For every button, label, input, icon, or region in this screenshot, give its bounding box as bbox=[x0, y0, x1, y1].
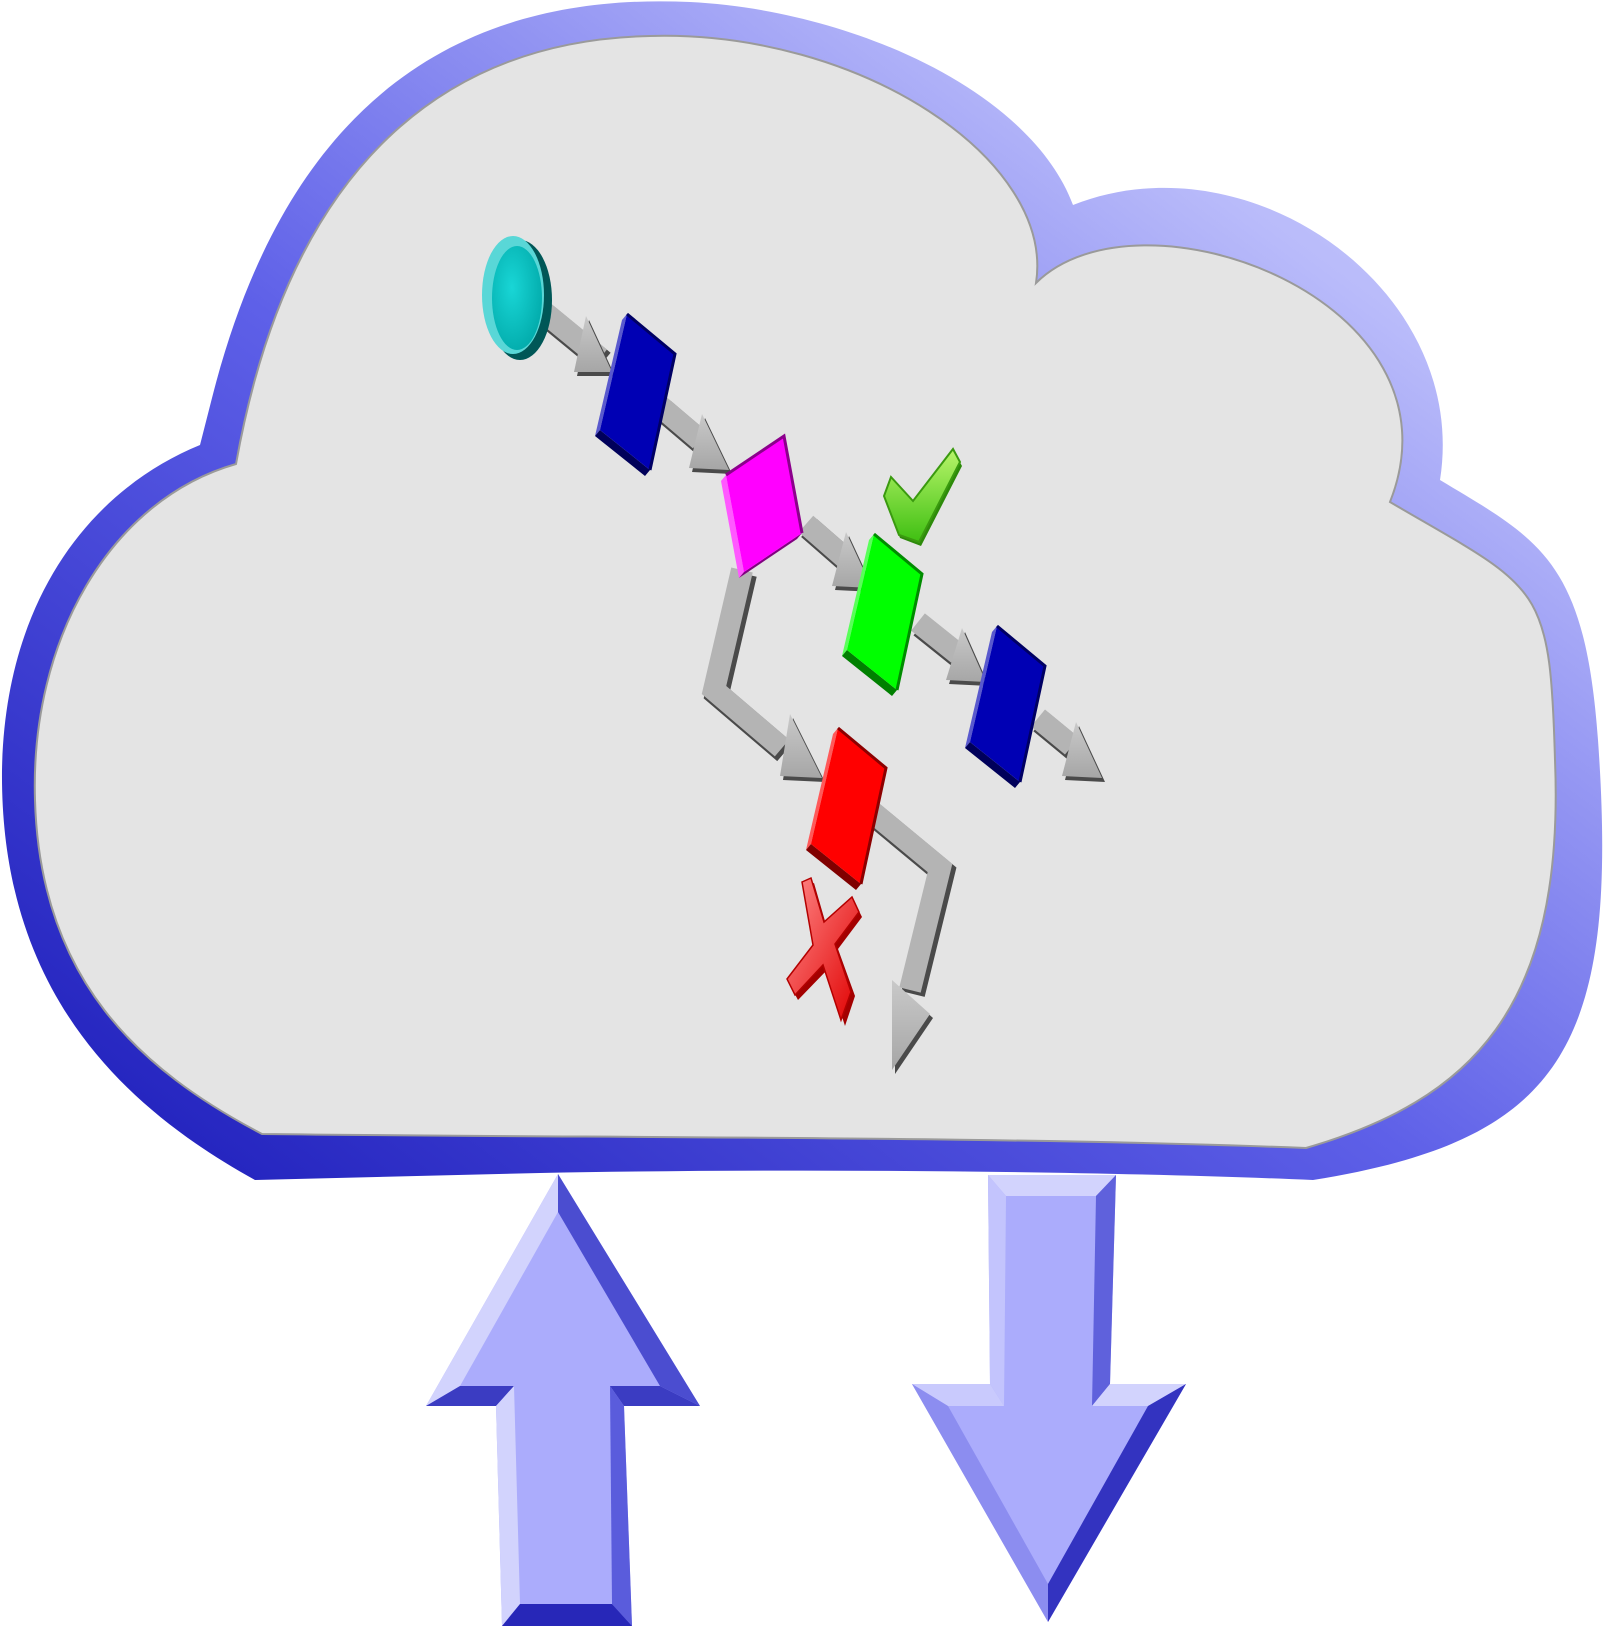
process-2-node-side bbox=[965, 626, 997, 748]
success-node-edge bbox=[873, 532, 924, 691]
connector-arrows bbox=[537, 303, 1105, 1074]
connector-arrowhead bbox=[892, 980, 930, 1070]
connector-arrowhead bbox=[1062, 722, 1102, 778]
decision-node-bottom bbox=[739, 533, 802, 578]
process-1-node-bottom bbox=[595, 430, 650, 476]
success-node-face bbox=[847, 534, 922, 690]
connector-line bbox=[911, 613, 965, 663]
connector-line bbox=[798, 515, 853, 567]
cross-mark-icon bbox=[786, 876, 862, 1026]
failure-node-side bbox=[806, 728, 838, 850]
connector-arrowhead bbox=[574, 316, 612, 372]
failure-node-bottom bbox=[806, 844, 861, 890]
process-2-node bbox=[965, 624, 1047, 788]
connector-arrowhead bbox=[689, 414, 729, 470]
process-2-node-bottom bbox=[965, 742, 1020, 788]
check-mark-icon bbox=[882, 447, 962, 546]
download-arrow-icon bbox=[912, 1175, 1186, 1622]
decision-node-face bbox=[726, 436, 802, 572]
process-1-node bbox=[595, 312, 677, 476]
start-node bbox=[492, 246, 542, 350]
process-1-node-side bbox=[595, 314, 627, 436]
decision-node-edge bbox=[725, 433, 804, 534]
connector-line bbox=[652, 397, 708, 449]
decision-node-side bbox=[721, 475, 744, 578]
process-2-node-edge bbox=[996, 624, 1047, 783]
failure-node-edge bbox=[837, 726, 888, 885]
failure-node bbox=[806, 726, 888, 890]
connector-line bbox=[862, 801, 953, 993]
process-1-node-edge bbox=[626, 312, 677, 471]
flow-nodes bbox=[482, 236, 1047, 890]
process-1-node-face bbox=[600, 314, 675, 470]
cloud-face bbox=[33, 34, 1557, 1150]
failure-node-face bbox=[811, 728, 886, 884]
connector-line bbox=[1031, 709, 1079, 755]
process-2-node-face bbox=[970, 626, 1045, 782]
success-node bbox=[842, 532, 924, 696]
decision-node bbox=[721, 433, 804, 578]
connector-line bbox=[701, 567, 790, 757]
success-node-side bbox=[842, 534, 874, 656]
connector-arrowhead bbox=[780, 714, 822, 778]
success-node-bottom bbox=[842, 650, 897, 696]
upload-arrow-icon bbox=[426, 1174, 700, 1626]
connector-arrowhead bbox=[946, 628, 986, 682]
